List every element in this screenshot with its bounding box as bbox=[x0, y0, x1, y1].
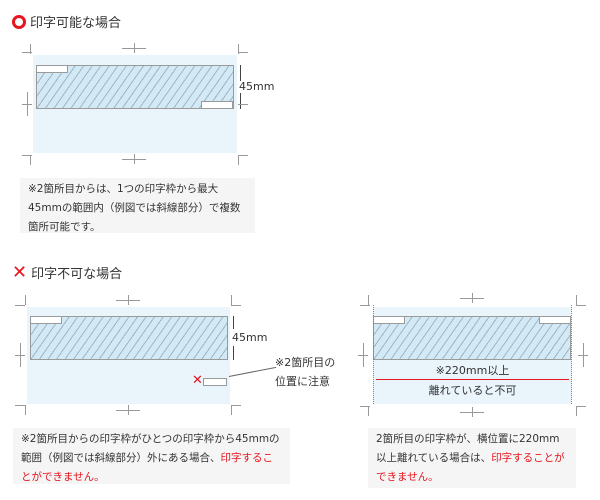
cross-icon: ✕ bbox=[192, 373, 203, 388]
ng-horizontal-note: 2箇所目の印字枠が、横位置に220mm以上離れている場合は、印字することができま… bbox=[368, 428, 576, 488]
ng-heading: ✕ 印字不可な場合 bbox=[12, 263, 122, 282]
distance-arrow bbox=[376, 379, 569, 380]
dimension-label: 45mm bbox=[232, 331, 268, 344]
ok-heading: 印字可能な場合 bbox=[12, 12, 121, 31]
callout: ※2箇所目の 位置に注意 bbox=[275, 356, 336, 388]
print-frame-2 bbox=[539, 316, 571, 324]
print-frame-2-invalid bbox=[203, 378, 227, 386]
dimension-label: 45mm bbox=[239, 80, 275, 93]
ng-title: 印字不可な場合 bbox=[31, 267, 123, 282]
cross-ng-icon: ✕ bbox=[12, 261, 28, 283]
ok-note: ※2箇所目からは、1つの印字枠から最大45mmの範囲内（例図では斜線部分）で複数… bbox=[20, 178, 255, 233]
print-frame-2 bbox=[201, 101, 233, 109]
print-frame-1 bbox=[36, 65, 68, 73]
circle-ok-icon bbox=[12, 14, 26, 29]
ok-title: 印字可能な場合 bbox=[30, 16, 122, 31]
print-frame-1 bbox=[373, 316, 405, 324]
print-frame-1 bbox=[30, 316, 62, 324]
ng-vertical-note: ※2箇所目からの印字枠がひとつの印字枠から45mmの範囲（例図では斜線部分）外に… bbox=[13, 428, 290, 484]
